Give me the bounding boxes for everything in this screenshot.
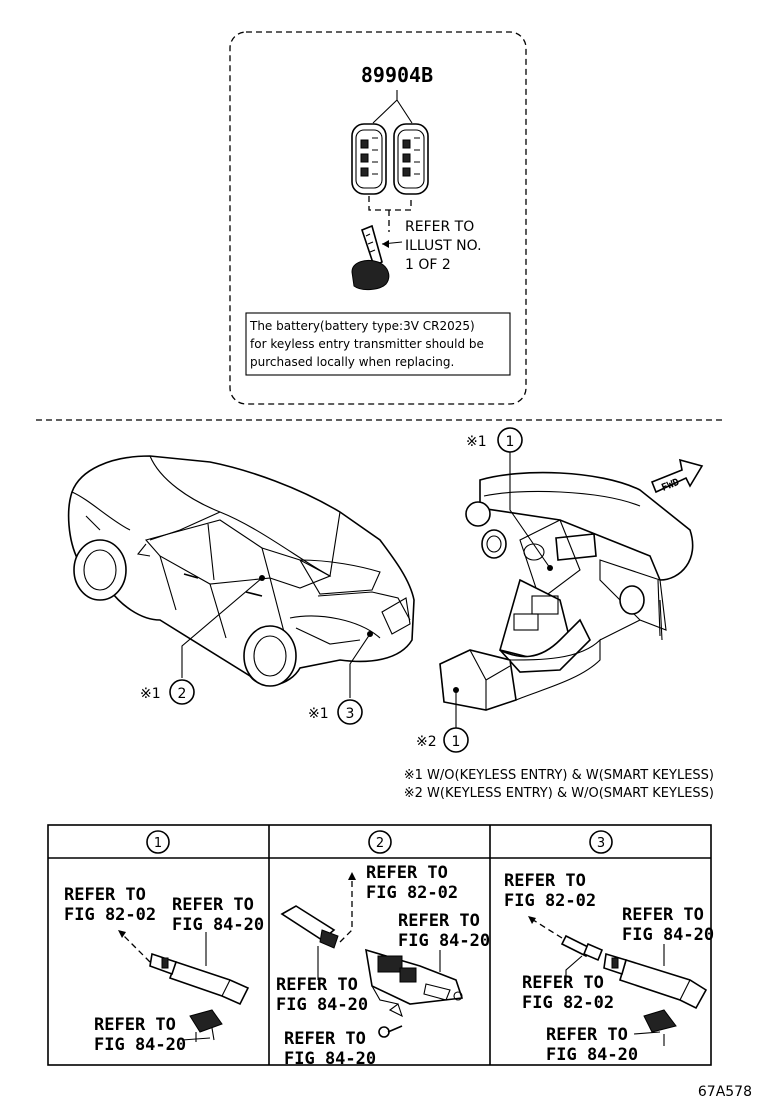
key-fob-icon xyxy=(393,123,429,195)
panel-number: 3 xyxy=(597,836,605,851)
callout-circle xyxy=(443,727,469,753)
refer-label: REFER TO xyxy=(366,863,448,883)
antenna-unit-icon xyxy=(603,952,708,1010)
panel-number-circle xyxy=(146,830,170,854)
battery-note-line: purchased locally when replacing. xyxy=(250,355,454,369)
refer-label: REFER TO xyxy=(622,905,704,925)
antenna-unit-icon xyxy=(149,952,250,1006)
part-leader xyxy=(372,90,413,124)
connector-icon xyxy=(560,934,604,962)
panel-3: REFER TO FIG 82-02 REFER TO FIG 84-20 RE… xyxy=(504,871,714,1065)
refer-label: REFER TO xyxy=(398,911,480,931)
connector-plug-icon xyxy=(280,905,339,949)
refer-label: FIG 82-02 xyxy=(64,905,156,925)
refer-label: REFER TO xyxy=(522,973,604,993)
refer-label: FIG 84-20 xyxy=(622,925,714,945)
fob-bracket xyxy=(368,196,412,211)
marker-symbol: ※1 xyxy=(466,434,487,450)
refer-label: FIG 84-20 xyxy=(276,995,368,1015)
clip-icon xyxy=(189,1009,223,1042)
refer-label: FIG 84-20 xyxy=(398,931,490,951)
refer-label: FIG 82-02 xyxy=(522,993,614,1013)
screw-icon xyxy=(378,1025,403,1038)
callout-number: 1 xyxy=(506,434,515,450)
refer-label: REFER TO xyxy=(94,1015,176,1035)
refer-label: FIG 84-20 xyxy=(94,1035,186,1055)
callout-circle xyxy=(337,699,363,725)
refer-label: REFER TO xyxy=(64,885,146,905)
refer-label: FIG 82-02 xyxy=(366,883,458,903)
refer-illust-note: REFER TO ILLUST NO. 1 OF 2 xyxy=(405,219,482,273)
refer-label: REFER TO xyxy=(284,1029,366,1049)
dashboard-illustration xyxy=(439,471,694,711)
footnote: ※1 W/O(KEYLESS ENTRY) & W(SMART KEYLESS) xyxy=(404,768,714,783)
vehicle-illustration xyxy=(67,455,415,687)
callout-number: 2 xyxy=(178,686,187,702)
callout-number: 1 xyxy=(452,734,461,750)
figure-code: 67A578 xyxy=(698,1084,752,1100)
refer-label: REFER TO xyxy=(172,895,254,915)
refer-label: REFER TO xyxy=(276,975,358,995)
refer-illust-line: 1 OF 2 xyxy=(405,257,451,273)
refer-label: REFER TO xyxy=(546,1025,628,1045)
panel-1: REFER TO FIG 82-02 REFER TO FIG 84-20 RE… xyxy=(64,885,264,1055)
clip-icon xyxy=(643,1009,677,1046)
callout-circle xyxy=(169,679,195,705)
callout-circle xyxy=(497,427,523,453)
refer-illust-line: REFER TO xyxy=(405,219,474,235)
footnote: ※2 W(KEYLESS ENTRY) & W/O(SMART KEYLESS) xyxy=(404,786,714,801)
part-number: 89904B xyxy=(361,63,433,87)
marker-symbol: ※2 xyxy=(416,734,437,750)
refer-label: FIG 84-20 xyxy=(546,1045,638,1065)
panel-number: 1 xyxy=(154,836,162,851)
forward-arrow-icon: FWD xyxy=(650,458,704,494)
battery-note-line: for keyless entry transmitter should be xyxy=(250,337,484,351)
panel-number: 2 xyxy=(376,836,384,851)
refer-label: FIG 84-20 xyxy=(284,1049,376,1069)
battery-note-line: The battery(battery type:3V CR2025) xyxy=(249,319,475,333)
key-parts-box xyxy=(229,31,527,405)
door-handle-bracket-icon xyxy=(365,948,464,1018)
callout-number: 3 xyxy=(346,706,355,722)
panel-number-circle xyxy=(589,830,613,854)
refer-illust-line: ILLUST NO. xyxy=(405,238,482,254)
refer-label: REFER TO xyxy=(504,871,586,891)
refer-label: FIG 82-02 xyxy=(504,891,596,911)
marker-symbol: ※1 xyxy=(308,706,329,722)
mechanical-key-icon xyxy=(351,224,390,291)
panel-2: REFER TO FIG 82-02 REFER TO FIG 84-20 RE… xyxy=(276,863,490,1069)
marker-symbol: ※1 xyxy=(140,686,161,702)
battery-note-box xyxy=(245,312,511,376)
detail-panels xyxy=(47,824,712,1066)
refer-label: FIG 84-20 xyxy=(172,915,264,935)
panel-number-circle xyxy=(368,830,392,854)
key-fob-icon xyxy=(351,123,387,195)
